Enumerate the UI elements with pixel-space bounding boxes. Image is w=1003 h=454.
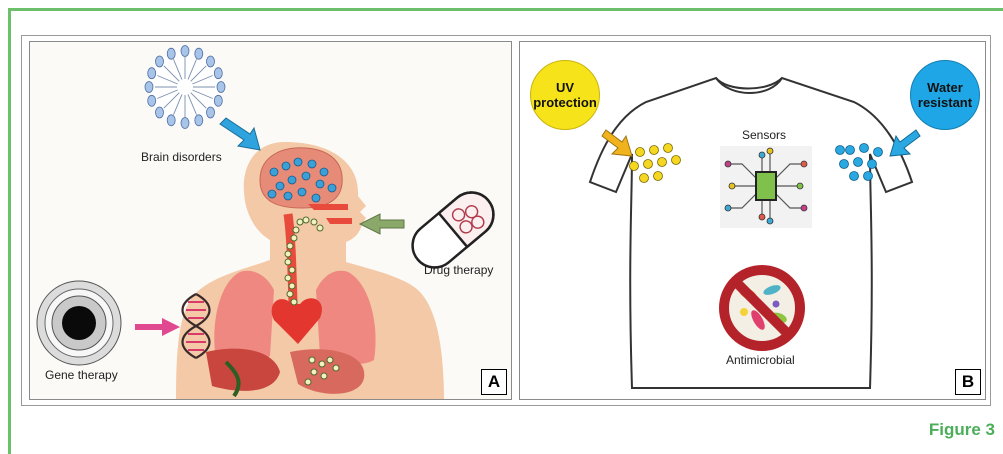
sensors-label: Sensors bbox=[742, 128, 786, 142]
panel-a-letter: A bbox=[481, 369, 507, 395]
arrow-to-water-dots-icon bbox=[890, 130, 920, 156]
panel-b-letter: B bbox=[955, 369, 981, 395]
drug-therapy-label: Drug therapy bbox=[424, 263, 493, 277]
liposome-icon bbox=[145, 46, 225, 129]
figure-container: Brain disorders Drug therapy Gene therap… bbox=[21, 35, 991, 406]
figure-caption: Figure 3 bbox=[929, 420, 995, 440]
antimicrobial-label: Antimicrobial bbox=[726, 353, 795, 367]
arrow-to-dna-icon bbox=[135, 318, 180, 336]
panel-a-illustration bbox=[30, 42, 512, 400]
brain-organ bbox=[260, 148, 342, 208]
panel-b: UV protection Water resistant Sensors An… bbox=[519, 41, 986, 400]
micelle-icon bbox=[37, 281, 121, 365]
panel-a: Brain disorders Drug therapy Gene therap… bbox=[29, 41, 512, 400]
sensor-chip-icon bbox=[720, 146, 812, 228]
arrow-from-capsule-icon bbox=[360, 214, 404, 234]
uv-protection-badge: UV protection bbox=[530, 60, 600, 130]
antimicrobial-icon bbox=[724, 270, 800, 346]
brain-disorders-label: Brain disorders bbox=[141, 150, 222, 164]
water-resistant-badge: Water resistant bbox=[910, 60, 980, 130]
arrow-to-brain-icon bbox=[220, 118, 260, 150]
gene-therapy-label: Gene therapy bbox=[45, 368, 118, 382]
